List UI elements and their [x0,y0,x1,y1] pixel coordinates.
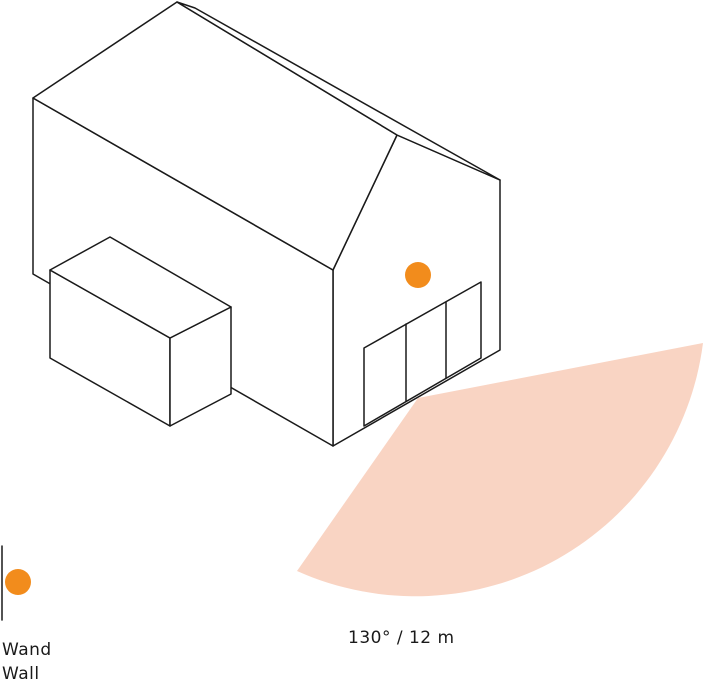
garage-door [363,281,482,427]
building-roof-far-slope [176,1,501,181]
coverage-label: 130° / 12 m [348,628,455,648]
wall-sensor-dot [405,262,431,288]
annex-roof [49,236,232,339]
legend-label-wand: Wand [2,640,52,660]
legend-sensor-dot [5,569,31,595]
legend-label-wall: Wall [2,664,40,684]
detection-coverage-area [297,343,703,597]
